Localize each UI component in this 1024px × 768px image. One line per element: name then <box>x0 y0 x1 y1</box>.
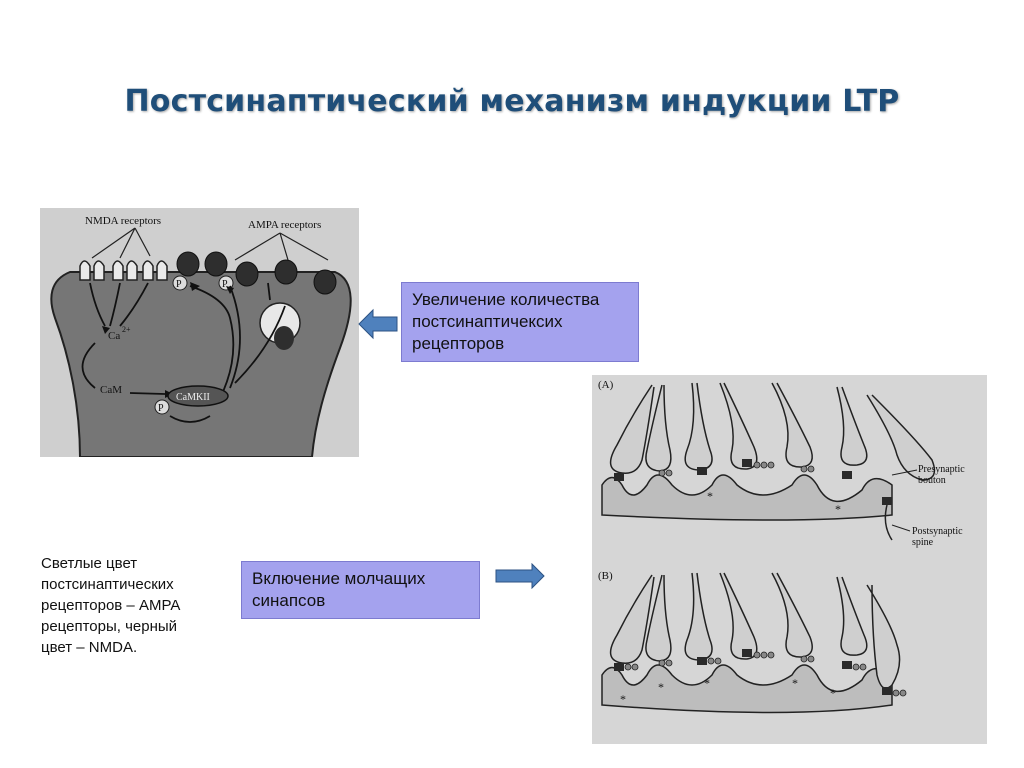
label-brackets <box>91 227 329 261</box>
asterisk-a2: * <box>835 502 841 516</box>
asterisk-b5: * <box>830 686 836 700</box>
signal-arrows <box>81 282 286 423</box>
ampa-receptor-icons <box>176 251 337 295</box>
asterisk-b3: * <box>704 676 710 690</box>
nmda-receptors-label: NMDA receptors <box>85 215 161 227</box>
ampa-receptors-label: AMPA receptors <box>248 219 321 231</box>
svg-text:P: P <box>158 403 164 414</box>
ampa-markers-a <box>658 461 815 477</box>
receptor-color-note: Светлые цвет постсинаптических рецепторо… <box>41 555 181 656</box>
nmda-markers-a <box>614 459 892 505</box>
calcium-charge: 2+ <box>122 325 131 334</box>
dendrite-b <box>601 664 893 714</box>
nmda-receptor-icons <box>79 260 168 281</box>
left-arrow-icon <box>358 308 398 340</box>
silent-synapses-box: Включение молчащих синапсов <box>241 561 480 619</box>
calcium-label: Ca <box>108 330 120 342</box>
camkii-shape <box>167 385 229 407</box>
asterisk-b4: * <box>792 676 798 690</box>
postsynaptic-label-1: Postsynaptic <box>912 526 963 537</box>
nmda-markers-b <box>614 649 892 695</box>
camkii-label: CaMKII <box>176 392 210 403</box>
presynaptic-label-2: bouton <box>918 475 946 486</box>
presynaptic-boutons-a <box>609 382 936 481</box>
svg-text:P: P <box>222 279 228 290</box>
presynaptic-boutons-b <box>609 572 901 690</box>
asterisk-b1: * <box>620 692 626 706</box>
ampa-markers-b <box>624 651 907 697</box>
receptor-increase-box: Увеличение количества постсинаптичексих … <box>401 282 639 362</box>
silent-synapse-figure: (A) (B) * * Presynaptic bouton Po <box>592 375 987 744</box>
asterisk-b2: * <box>658 680 664 694</box>
spine-cell-shape <box>50 271 352 457</box>
svg-text:P: P <box>176 279 182 290</box>
dendrite-a <box>601 474 893 521</box>
panel-a-label: (A) <box>598 379 614 391</box>
asterisk-a1: * <box>707 489 713 503</box>
slide-title: Постсинаптический механизм индукции LTP <box>124 84 900 119</box>
presynaptic-label-1: Presynaptic <box>918 464 965 475</box>
receptor-mechanism-figure: NMDA receptors AMPA receptors P P <box>40 208 359 457</box>
right-arrow-icon <box>495 563 545 589</box>
panel-b-label: (B) <box>598 570 613 582</box>
postsynaptic-label-2: spine <box>912 537 934 548</box>
cam-label: CaM <box>100 384 122 396</box>
